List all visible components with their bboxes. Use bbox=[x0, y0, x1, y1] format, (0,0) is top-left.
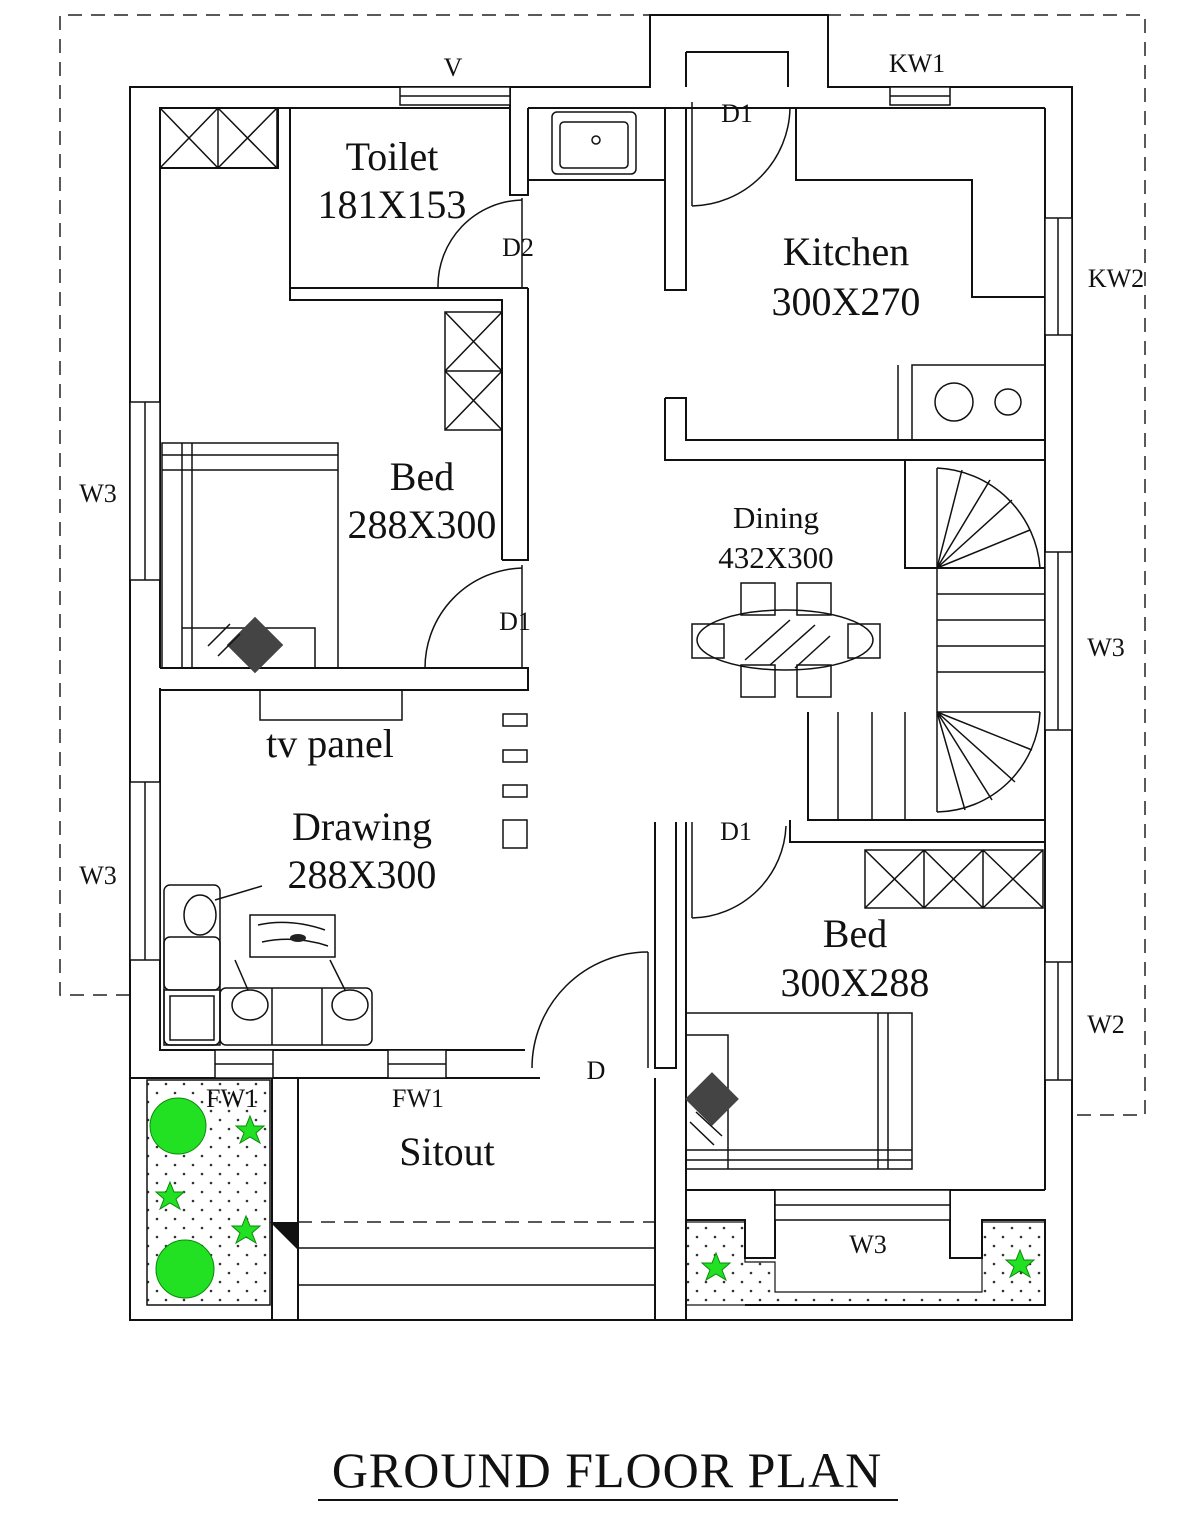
wardrobes bbox=[159, 107, 1044, 909]
door-d1-bed-right bbox=[691, 822, 787, 919]
label-kw1: KW1 bbox=[889, 49, 945, 78]
label-w3-left-top: W3 bbox=[79, 479, 117, 508]
bed-icon bbox=[161, 442, 339, 674]
toilet-name: Toilet bbox=[346, 134, 439, 179]
drawing-name: Drawing bbox=[292, 804, 432, 849]
bed-left-size: 288X300 bbox=[348, 502, 497, 547]
bed-icon bbox=[685, 1012, 913, 1170]
label-v: V bbox=[444, 53, 463, 82]
dining-name: Dining bbox=[733, 500, 819, 535]
plot-boundary bbox=[59, 14, 1146, 1116]
door-d1-kitchen bbox=[691, 102, 791, 207]
tree-icon bbox=[149, 1097, 207, 1155]
tv-panel bbox=[259, 689, 403, 721]
page-title: GROUND FLOOR PLAN bbox=[332, 1442, 882, 1498]
bed-right-size: 300X288 bbox=[781, 960, 930, 1005]
tree-icon bbox=[155, 1239, 215, 1299]
label-w2-right: W2 bbox=[1087, 1010, 1125, 1039]
label-kw2: KW2 bbox=[1088, 264, 1144, 293]
doors bbox=[424, 102, 791, 1069]
bed-left-name: Bed bbox=[390, 454, 454, 499]
kitchen-size: 300X270 bbox=[772, 279, 921, 324]
sofa-icon bbox=[163, 884, 373, 1046]
windows bbox=[129, 86, 1073, 1221]
tv-panel-label: tv panel bbox=[266, 721, 394, 766]
dining-table-icon bbox=[691, 582, 881, 698]
sitout-name: Sitout bbox=[399, 1129, 495, 1174]
sink-icon bbox=[551, 111, 637, 175]
label-d2: D2 bbox=[502, 233, 534, 262]
label-fw1-left: FW1 bbox=[206, 1084, 258, 1113]
stove-icon bbox=[934, 382, 1022, 422]
opening-labels: V KW1 KW2 D1 D2 D1 D1 D W3 W3 W3 W2 W3 F… bbox=[79, 49, 1144, 1259]
label-d1-bed-left: D1 bbox=[499, 607, 531, 636]
room-labels: Toilet 181X153 Kitchen 300X270 Bed 288X3… bbox=[266, 134, 929, 1174]
toilet-size: 181X153 bbox=[318, 182, 467, 227]
interior-walls bbox=[130, 88, 1046, 1320]
kitchen-name: Kitchen bbox=[783, 229, 910, 274]
furniture bbox=[161, 111, 1045, 1170]
wall-niches bbox=[502, 713, 528, 849]
label-w3-right: W3 bbox=[1087, 633, 1125, 662]
door-d1-bed-left bbox=[424, 565, 523, 669]
staircase-icon bbox=[837, 467, 1045, 820]
label-d1-kitchen: D1 bbox=[721, 99, 753, 128]
dining-size: 432X300 bbox=[718, 540, 833, 575]
label-d-main: D bbox=[587, 1056, 606, 1085]
plan-title: GROUND FLOOR PLAN bbox=[318, 1442, 898, 1501]
label-d1-bed-right: D1 bbox=[720, 817, 752, 846]
label-fw1-right: FW1 bbox=[392, 1084, 444, 1113]
bed-right-name: Bed bbox=[823, 911, 887, 956]
door-d2-toilet bbox=[437, 198, 523, 289]
label-w3-left-bottom: W3 bbox=[79, 861, 117, 890]
drawing-size: 288X300 bbox=[288, 852, 437, 897]
label-w3-bottom: W3 bbox=[849, 1230, 887, 1259]
door-main bbox=[531, 951, 649, 1069]
shrub-icon bbox=[154, 1114, 1036, 1282]
coffee-table-icon bbox=[249, 914, 336, 958]
plants bbox=[149, 1097, 1036, 1299]
